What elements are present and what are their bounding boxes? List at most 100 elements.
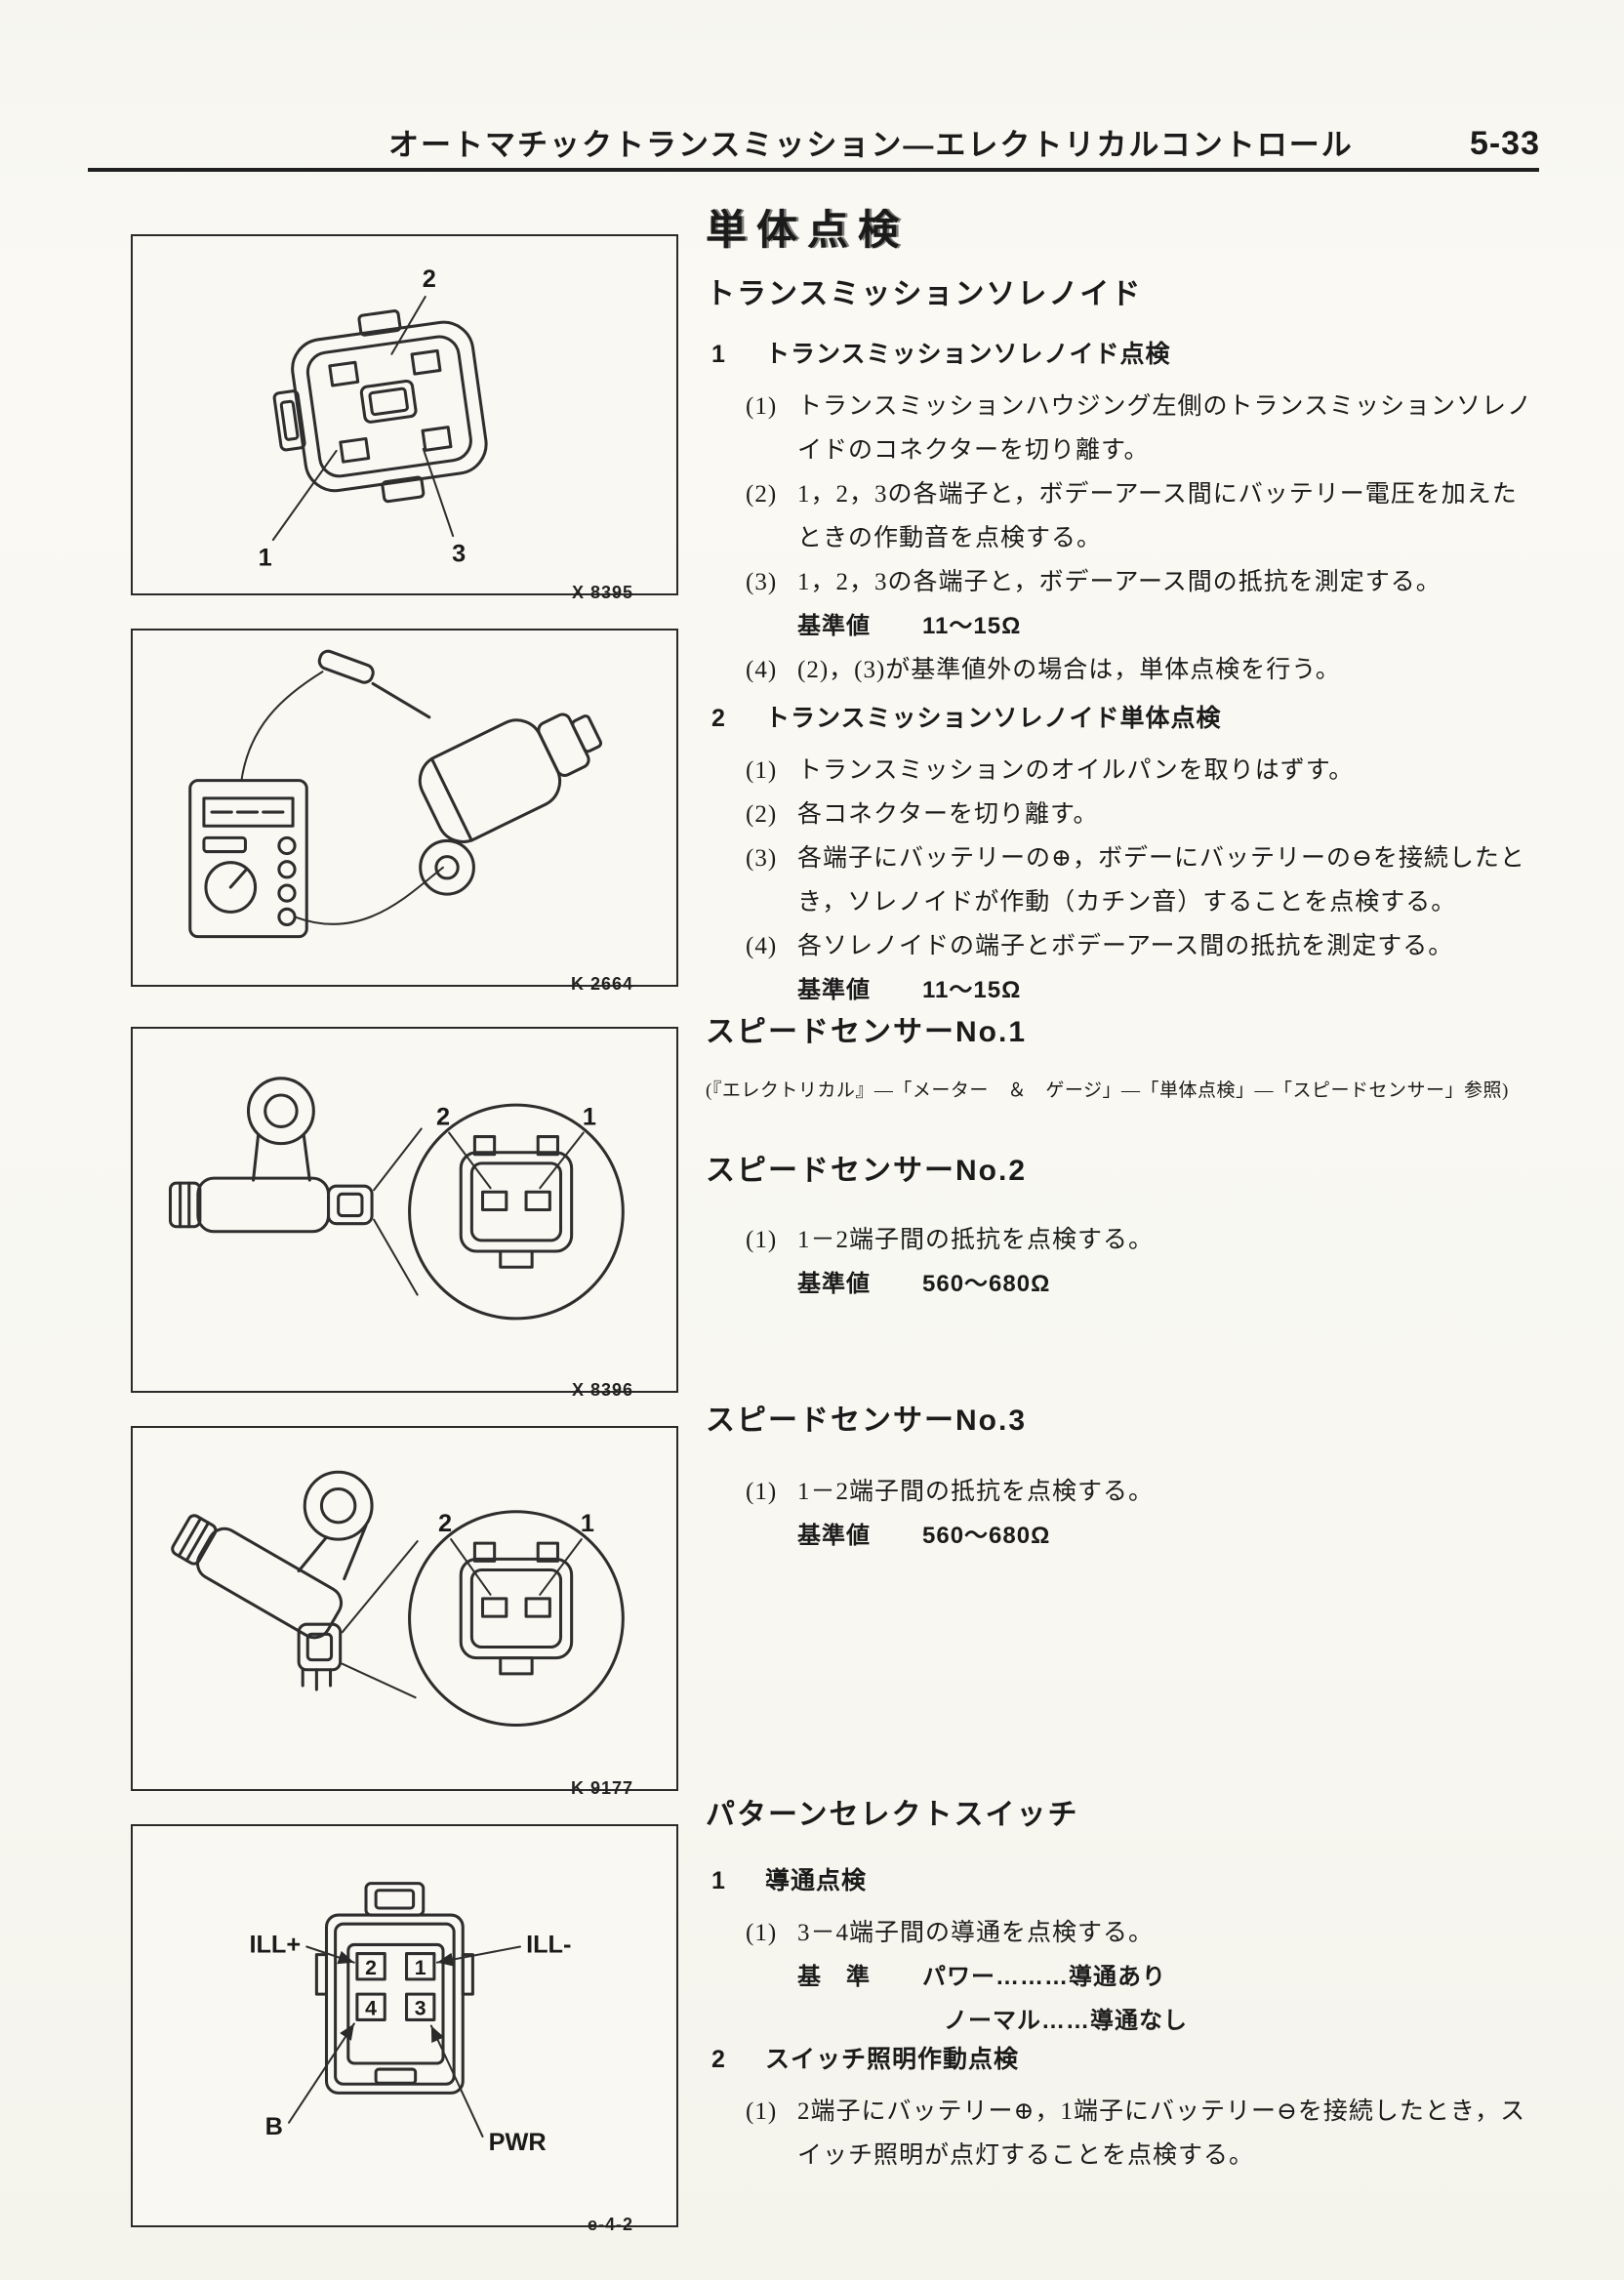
speed-sensor-no1-heading: スピードセンサーNo.1: [706, 1016, 1028, 1048]
item-text: トランスミッションハウジング左側のトランスミッションソレノイドのコネクターを切り…: [797, 393, 1533, 465]
magnifier-link-lines: [341, 1540, 419, 1699]
spec-value: パワー………導通あり: [922, 1964, 1166, 1990]
pattern-switch-connector-figure: ILL+ ILL- B PWR 2 1 4 3: [249, 1882, 571, 2156]
label-b: B: [265, 2113, 283, 2140]
list-item: (4) (2)，(3)が基準値外の場合は，単体点検を行う。: [706, 648, 1537, 692]
subsection-number: 2: [711, 2046, 726, 2073]
spec-label: 基準値: [797, 613, 871, 640]
spec-value: 560～680Ω: [922, 1523, 1051, 1549]
item-marker: (1): [746, 1920, 778, 1946]
list-item: (1) 2端子にバッテリー⊕，1端子にバッテリー⊖を接続したとき，スイッチ照明が…: [706, 2090, 1537, 2178]
list-item: (4) 各ソレノイドの端子とボデーアース間の抵抗を測定する。: [706, 924, 1537, 968]
figure-id: X 8395: [571, 583, 633, 602]
item-marker: (3): [746, 845, 778, 873]
item-marker: (2): [746, 481, 778, 509]
pin-label-3: 3: [452, 540, 466, 567]
item-text: 1，2，3の各端子と，ボデーアース間にバッテリー電圧を加えたときの作動音を点検す…: [797, 481, 1518, 552]
figure-id: K 2664: [570, 974, 633, 994]
spec-value: 11～15Ω: [922, 613, 1022, 640]
list-item: (2) 各コネクターを切り離す。: [706, 793, 1537, 836]
item-marker: (1): [746, 1227, 778, 1253]
figure-id: K 9177: [570, 1778, 633, 1798]
pin-label-1: 1: [415, 1956, 426, 1979]
test-lead-wires: [240, 671, 445, 925]
spec-label: 基 準: [797, 1964, 871, 1990]
switch-connector-drawing: [314, 1882, 474, 2095]
transmission-solenoid-heading: トランスミッションソレノイド: [706, 278, 1143, 311]
continuity-check-heading: 1 導通点検: [706, 1864, 1537, 1897]
spec-line: 基準値 560～680Ω: [706, 1514, 1537, 1558]
page-main-title: 単体点検: [706, 207, 910, 253]
item-text: (2)，(3)が基準値外の場合は，単体点検を行う。: [797, 657, 1341, 684]
list-item: (3) 各端子にバッテリーの⊕，ボデーにバッテリーの⊖を接続したとき，ソレノイド…: [706, 836, 1537, 924]
page-number: 5-33: [1469, 125, 1540, 162]
solenoid-bench-test-figure: [188, 649, 603, 939]
pin-label-2: 2: [423, 265, 436, 293]
speed-sensor-drawing: [171, 1470, 374, 1691]
cross-reference-note: (『エレクトリカル』—「メーター ＆ ゲージ」—「単体点検」—「スピードセンサー…: [706, 1080, 1509, 1101]
spec-line: 基準値 560～680Ω: [706, 1262, 1537, 1306]
figure-speed-sensor-no2: 2 1: [131, 1027, 678, 1393]
subsection-title: スイッチ照明作動点検: [765, 2046, 1020, 2073]
header-rule: [88, 168, 1539, 172]
pin-leader-lines: [450, 1538, 583, 1596]
subsection-number: 1: [711, 1867, 726, 1894]
solenoid-connector-figure: 2 1 3: [259, 265, 488, 571]
subsection-title: 導通点検: [765, 1867, 868, 1894]
speed-sensor-no2-figure: 2 1: [168, 1077, 625, 1321]
list-item: (1) 1－2端子間の抵抗を点検する。: [706, 1470, 1537, 1514]
speed-sensor-1-2-section: スピードセンサーNo.1 (『エレクトリカル』—「メーター ＆ ゲージ」—「単体…: [706, 1015, 1537, 1306]
label-ill-plus: ILL+: [249, 1932, 301, 1959]
item-marker: (4): [746, 657, 778, 684]
speed-sensor-no3-figure: 2 1: [171, 1470, 625, 1728]
speed-sensor-3-section: スピードセンサーNo.3 (1) 1－2端子間の抵抗を点検する。 基準値 560…: [706, 1404, 1537, 1558]
subsection-number: 2: [711, 705, 726, 733]
speed-sensor-no2-heading: スピードセンサーNo.2: [706, 1155, 1028, 1187]
pin-label-1: 1: [583, 1103, 596, 1130]
item-text: トランスミッションのオイルパンを取りはずす。: [797, 757, 1355, 785]
pin-label-1: 1: [259, 544, 272, 571]
list-item: (3) 1，2，3の各端子と，ボデーアース間の抵抗を測定する。: [706, 560, 1537, 604]
pin-leader-lines: [271, 295, 455, 542]
header-title: オートマチックトランスミッション—エレクトリカルコントロール: [388, 128, 1354, 162]
subsection-title: トランスミッションソレノイド単体点検: [765, 705, 1222, 733]
spec-line-continued: ノーマル……導通なし: [944, 2008, 1188, 2034]
item-text: 各端子にバッテリーの⊕，ボデーにバッテリーの⊖を接続したとき，ソレノイドが作動（…: [797, 845, 1525, 916]
item-text: 1－2端子間の抵抗を点検する。: [797, 1227, 1155, 1253]
test-probe-drawing: [317, 649, 431, 719]
subsection-title: トランスミッションソレノイド点検: [765, 341, 1171, 369]
pattern-select-switch-section: パターンセレクトスイッチ 1 導通点検 (1) 3－4端子間の導通を点検する。 …: [706, 1798, 1537, 2178]
spec-line: 基準値 11～15Ω: [706, 604, 1537, 648]
speed-sensor-no3-heading: スピードセンサーNo.3: [706, 1405, 1028, 1437]
figure-solenoid-connector: 2 1 3: [131, 234, 678, 595]
pin-leader-lines: [448, 1131, 585, 1190]
spec-value: 560～680Ω: [922, 1271, 1051, 1297]
speed-sensor-drawing: [168, 1077, 374, 1234]
list-item: (1) 3－4端子間の導通を点検する。: [706, 1911, 1537, 1955]
pin-label-3: 3: [415, 1996, 426, 2019]
pin-label-1: 1: [581, 1510, 594, 1537]
list-item: (1) トランスミッションのオイルパンを取りはずす。: [706, 749, 1537, 793]
item-text: 各ソレノイドの端子とボデーアース間の抵抗を測定する。: [797, 933, 1454, 960]
multimeter-drawing: [188, 779, 308, 939]
item-marker: (1): [746, 757, 778, 785]
figure-speed-sensor-no3: 2 1: [131, 1426, 678, 1791]
spec-line: 基準値 11～15Ω: [706, 968, 1537, 1012]
label-leader-lines: [287, 1945, 522, 2138]
solenoid-check1-heading: 1 トランスミッションソレノイド点検: [706, 338, 1537, 371]
list-item: (1) トランスミッションハウジング左側のトランスミッションソレノイドのコネクタ…: [706, 385, 1537, 472]
item-marker: (1): [746, 393, 778, 421]
figure-solenoid-test: [131, 629, 678, 987]
figure-id: e-4-2: [587, 2215, 633, 2234]
pin-label-2: 2: [436, 1103, 450, 1130]
solenoid-check2-heading: 2 トランスミッションソレノイド単体点検: [706, 702, 1537, 735]
item-text: 2端子にバッテリー⊕，1端子にバッテリー⊖を接続したとき，スイッチ照明が点灯する…: [797, 2098, 1526, 2169]
item-marker: (3): [746, 569, 778, 596]
spec-value: 11～15Ω: [922, 977, 1022, 1004]
pattern-switch-heading: パターンセレクトスイッチ: [706, 1799, 1079, 1831]
item-marker: (2): [746, 801, 778, 829]
item-text: 1，2，3の各端子と，ボデーアース間の抵抗を測定する。: [797, 569, 1441, 596]
label-ill-minus: ILL-: [526, 1932, 571, 1959]
label-pwr: PWR: [489, 2129, 547, 2156]
